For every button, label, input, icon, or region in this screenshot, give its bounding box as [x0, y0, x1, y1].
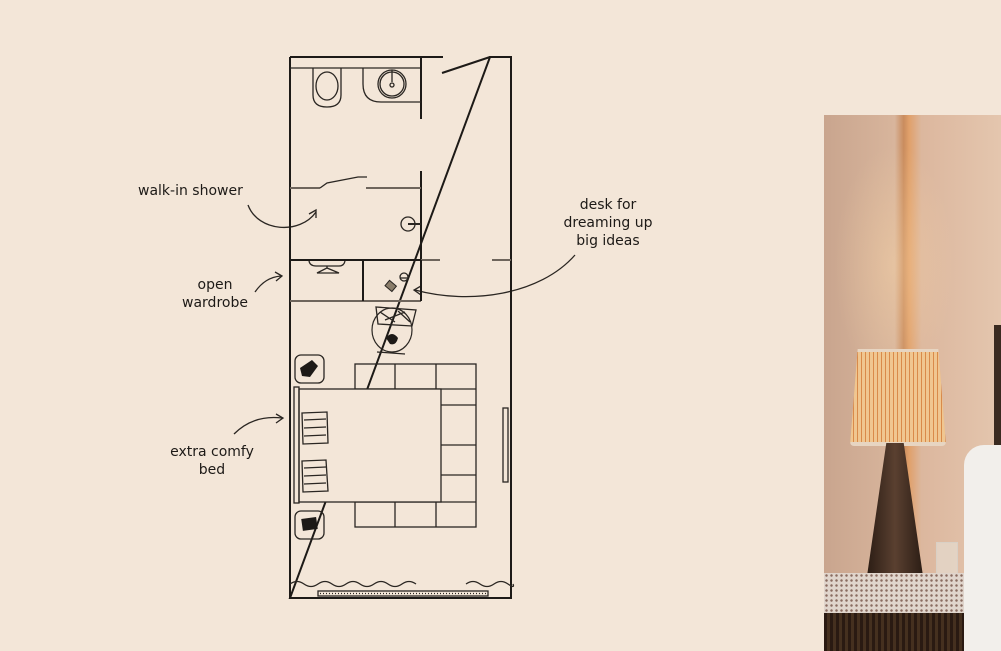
- label-bed: extra comfy bed: [170, 444, 254, 478]
- label-desk: desk for dreaming up big ideas: [563, 197, 652, 249]
- toilet-icon: [312, 68, 342, 108]
- headboard: [293, 386, 300, 504]
- svg-text:dreaming up: dreaming up: [563, 215, 652, 231]
- cup-icon: [399, 272, 409, 282]
- nightstand-radio-icon: [294, 510, 325, 540]
- sink-icon: [362, 68, 421, 103]
- label-wardrobe: open wardrobe: [182, 277, 248, 311]
- nightstand-telephone-icon: [294, 354, 325, 384]
- notebook-icon: [384, 279, 398, 293]
- shower-head-icon: [400, 216, 421, 232]
- side-window: [502, 407, 509, 483]
- room-photo-lamp: [824, 115, 1001, 651]
- hanger-icon: [308, 260, 346, 274]
- bed-linen: [964, 445, 1001, 651]
- svg-text:wardrobe: wardrobe: [182, 295, 248, 311]
- svg-text:bed: bed: [199, 462, 225, 478]
- glass: [936, 542, 958, 576]
- entry-door: [441, 56, 491, 74]
- annotation-arrows: [233, 204, 576, 435]
- svg-text:open: open: [198, 277, 233, 293]
- svg-text:big ideas: big ideas: [576, 233, 639, 249]
- desk-chair-icon: [371, 306, 417, 355]
- label-walk-in-shower: walk-in shower: [138, 183, 243, 199]
- svg-text:desk for: desk for: [580, 197, 637, 213]
- pillow-icon: [301, 411, 329, 493]
- room-walls: [288, 56, 512, 599]
- window-curtains: [289, 580, 515, 597]
- bed: [293, 363, 477, 528]
- shower-glass-door: [319, 176, 367, 189]
- svg-text:extra comfy: extra comfy: [170, 444, 254, 460]
- lamp-shade: [850, 349, 946, 446]
